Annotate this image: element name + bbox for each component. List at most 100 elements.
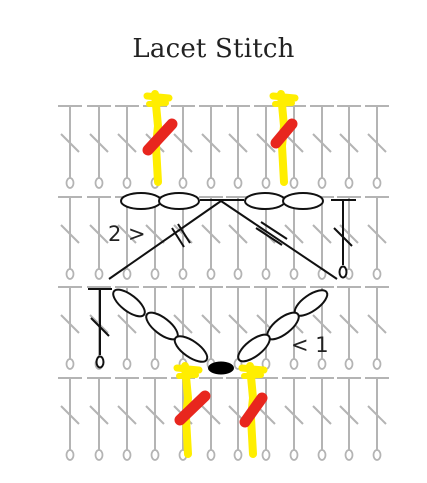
row-1-label: < 1 [291,333,329,357]
gray-stitch-slash [117,133,137,153]
gray-stitch-loop [372,358,382,370]
gray-stitch-loop [233,177,243,189]
gray-stitch-loop [261,177,271,189]
chain-stitch [282,192,324,210]
gray-stitch-loop [289,358,299,370]
chain-stitch [112,288,146,318]
gray-stitch-slash [89,405,109,425]
gray-stitch-loop [317,358,327,370]
yellow-highlights [143,90,299,458]
highlight-stroke [176,372,199,379]
highlight-stroke [146,100,169,107]
gray-stitch-loop [317,177,327,189]
dc-loop [95,355,105,369]
treble-slash [171,227,185,248]
gray-stitch-loop [289,449,299,461]
treble-slash [255,227,283,246]
dc-loop [338,265,348,279]
red-markers [142,118,298,428]
gray-stitch-loop [206,268,216,280]
gray-stitch-loop [65,177,75,189]
treble-leg-right [220,200,338,280]
gray-stitch-slash [228,224,248,244]
dc-slash [333,227,353,247]
gray-stitch-slash [367,133,387,153]
chain-stitch [237,333,271,363]
red-marker [174,390,211,426]
chain-stitch [120,192,162,210]
row-2-label: 2 > [108,222,146,246]
gray-stitch-loop [65,268,75,280]
gray-stitch-slash [367,405,387,425]
gray-stitch-slash [60,224,80,244]
gray-stitch-loop [233,449,243,461]
treble-slash [260,221,288,240]
gray-stitch-slash [339,314,359,334]
background-grid [58,105,389,461]
gray-stitch-slash [256,133,276,153]
gray-stitch-slash [367,224,387,244]
gray-stitch-loop [94,268,104,280]
gray-stitch-loop [372,268,382,280]
gray-stitch-loop [289,268,299,280]
gray-stitch-slash [312,224,332,244]
gray-stitch-slash [201,314,221,334]
gray-stitch-loop [261,449,271,461]
gray-stitch-slash [60,405,80,425]
chain-stitch [244,192,286,210]
gray-stitch-slash [60,133,80,153]
gray-stitch-loop [65,358,75,370]
gray-stitch-loop [317,449,327,461]
gray-stitch-loop [122,268,132,280]
gray-stitch-loop [261,268,271,280]
gray-stitch-loop [150,449,160,461]
gray-stitch-slash [117,405,137,425]
gray-stitch-loop [65,449,75,461]
dc-slash [90,317,110,337]
slip-stitch-knot [208,361,234,375]
gray-stitch-slash [284,405,304,425]
gray-stitch-slash [145,224,165,244]
gray-stitch-loop [178,268,188,280]
treble-slash [177,223,191,244]
gray-stitch-slash [89,133,109,153]
gray-stitch-slash [117,314,137,334]
gray-stitch-loop [372,177,382,189]
chain-stitch [173,335,209,363]
gray-stitch-loop [344,177,354,189]
red-marker [239,392,268,428]
gray-stitch-loop [233,268,243,280]
row-stitches [88,192,356,375]
red-marker [270,118,298,149]
diagram-title: Lacet Stitch [132,34,295,64]
gray-stitch-slash [367,314,387,334]
gray-stitch-slash [312,405,332,425]
gray-stitch-slash [173,314,193,334]
red-marker [142,118,178,156]
gray-stitch-loop [122,177,132,189]
gray-stitch-loop [94,449,104,461]
gray-stitch-loop [150,358,160,370]
gray-stitch-loop [344,449,354,461]
gray-stitch-slash [201,405,221,425]
gray-stitch-loop [206,177,216,189]
gray-stitch-slash [89,224,109,244]
gray-stitch-slash [201,133,221,153]
gray-stitch-loop [150,268,160,280]
gray-stitch-slash [117,224,137,244]
gray-stitch-slash [145,405,165,425]
gray-stitch-loop [372,449,382,461]
gray-stitch-slash [312,314,332,334]
chain-stitch [158,192,200,210]
gray-stitch-loop [178,177,188,189]
gray-stitch-loop [289,177,299,189]
gray-stitch-slash [228,133,248,153]
treble-leg-left [108,200,222,280]
gray-stitch-slash [339,133,359,153]
gray-stitch-loop [122,358,132,370]
gray-stitch-slash [173,133,193,153]
gray-stitch-slash [339,405,359,425]
gray-stitch-slash [60,314,80,334]
gray-stitch-loop [344,358,354,370]
